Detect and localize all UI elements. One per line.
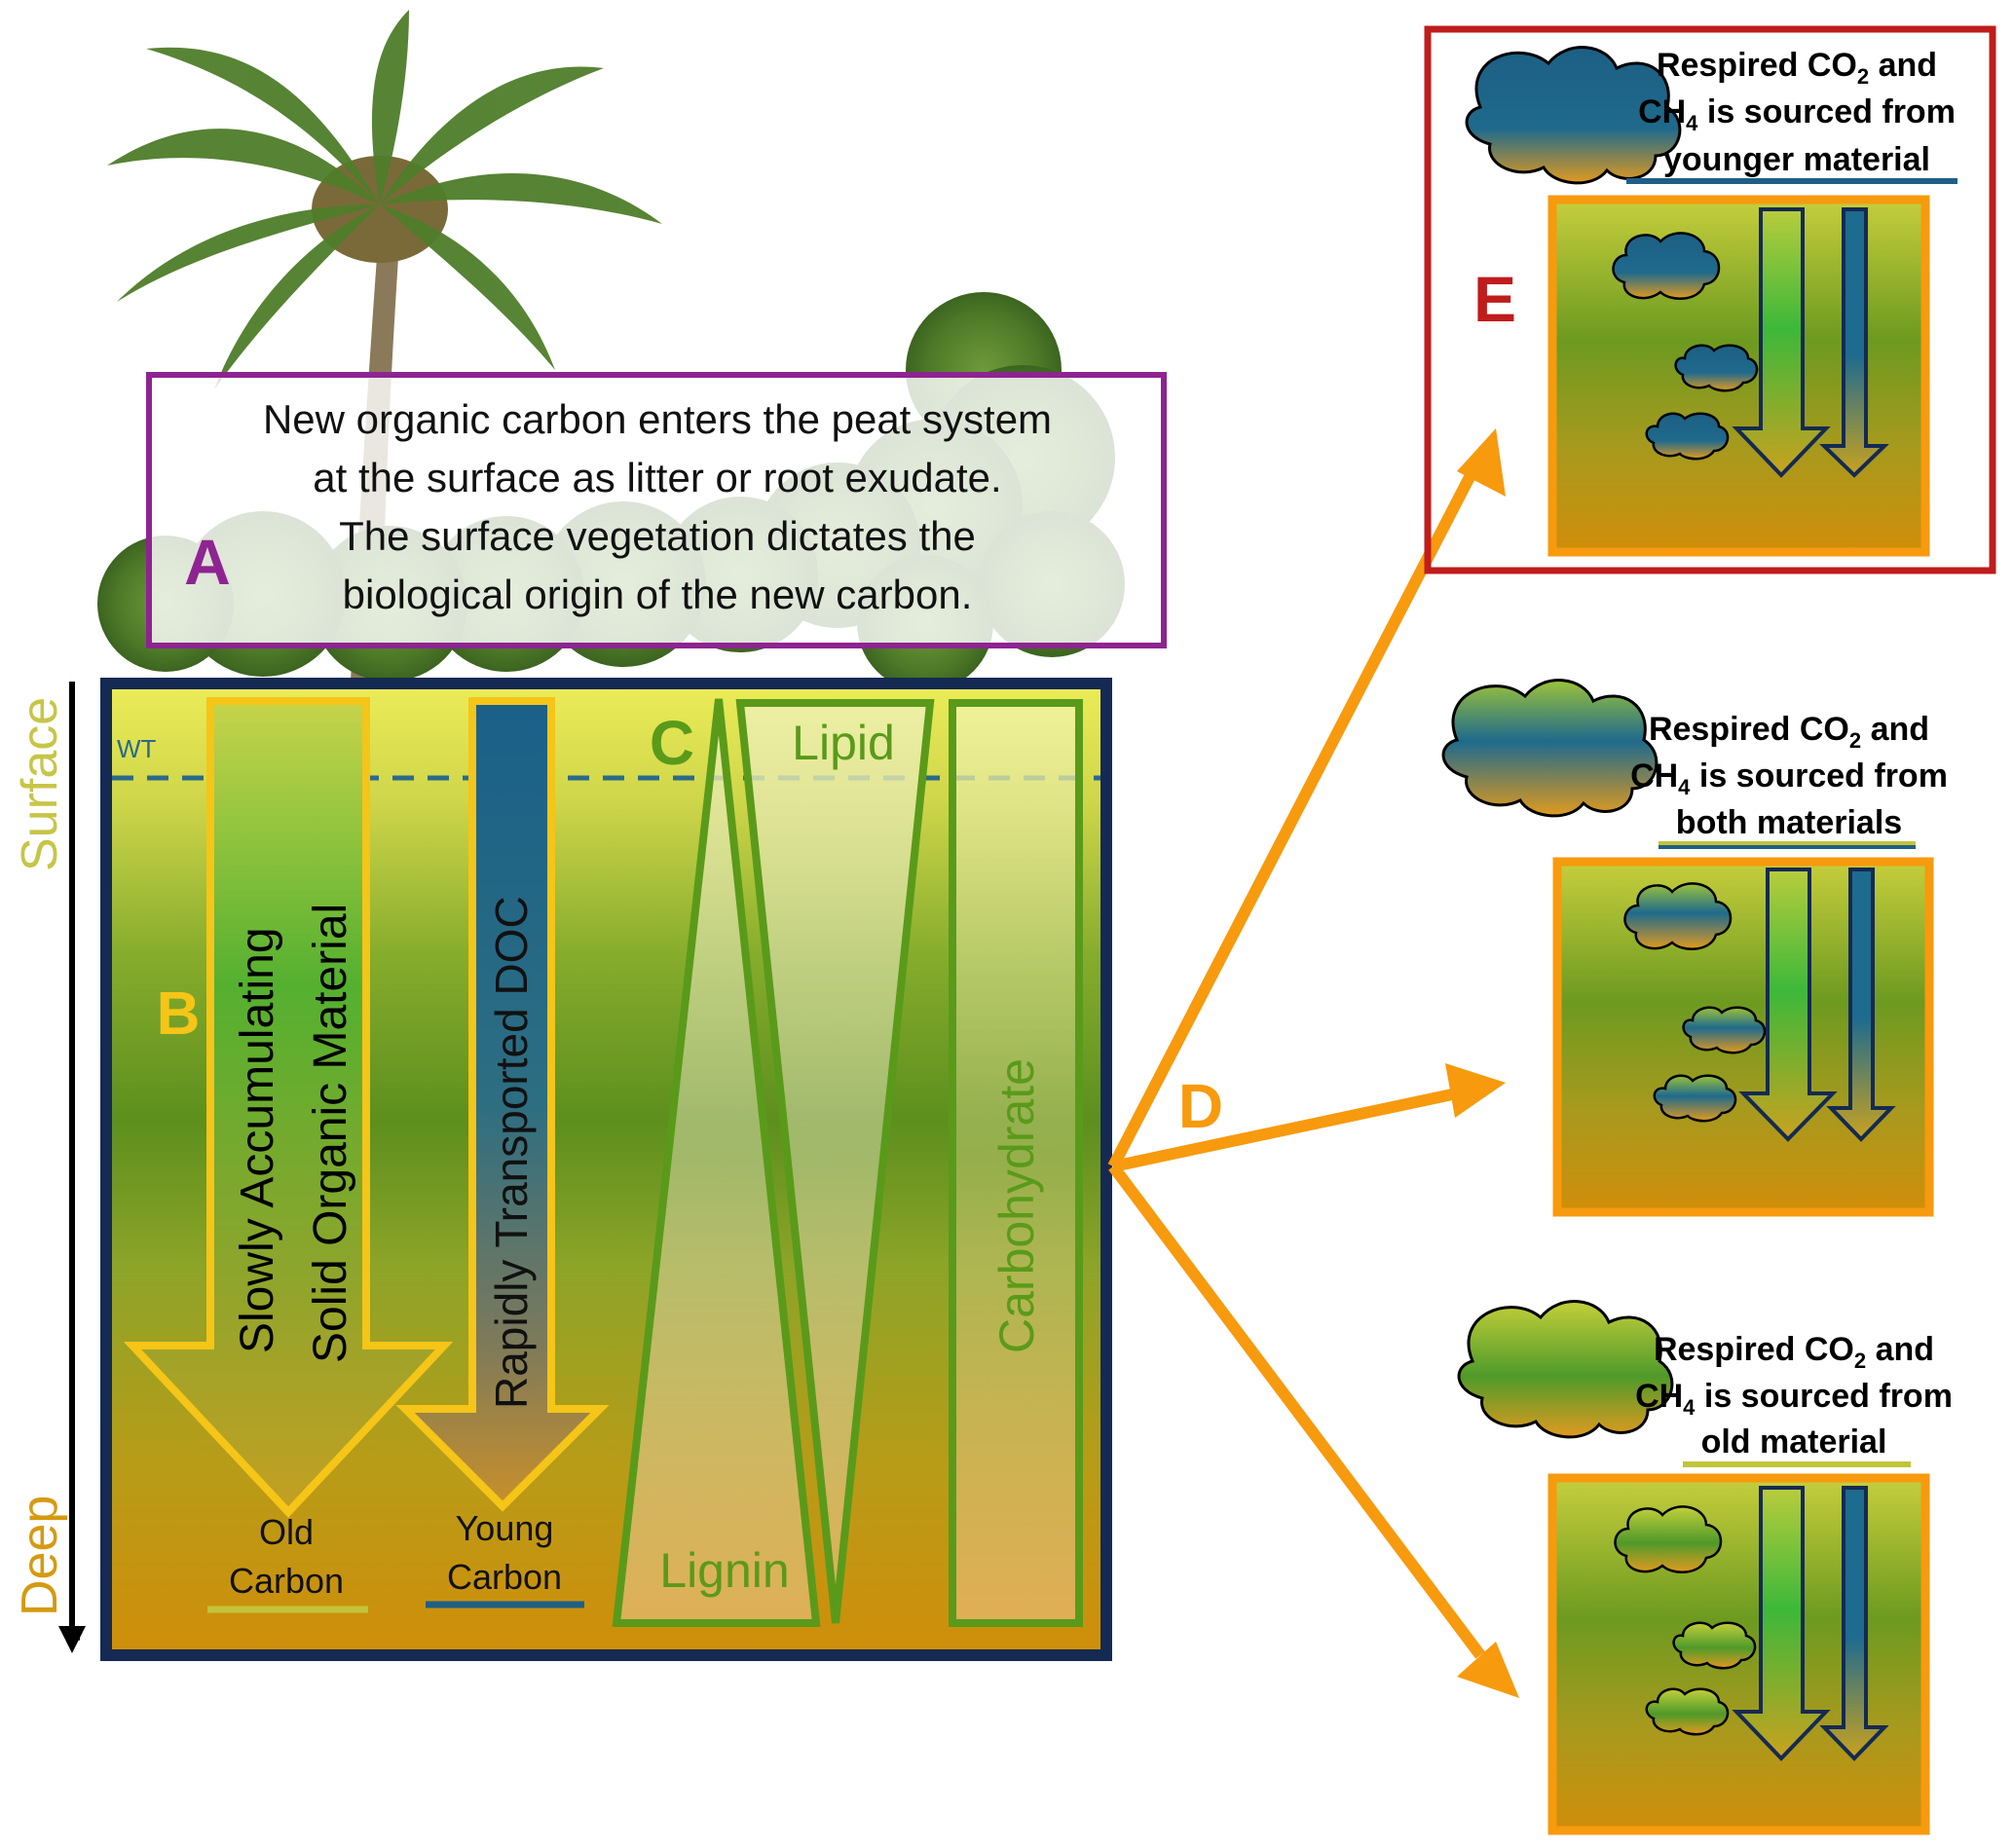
young-carbon-label-1: Young — [456, 1508, 554, 1548]
lignin-shape — [612, 698, 821, 1627]
arrow-to-middle — [1111, 1085, 1472, 1172]
scenario-both-line-1: Respired CO2 and — [1649, 711, 1929, 753]
scenario-old-line-3: old material — [1701, 1423, 1887, 1460]
panel-e-highlight — [1424, 25, 1996, 574]
peat-column: WT Slowly Accumulating Solid Organic Mat… — [100, 678, 1112, 1661]
scenario-old-line-2: CH4 is sourced from — [1635, 1378, 1953, 1420]
scenario-both-line-3: both materials — [1676, 804, 1902, 841]
label-b: B — [157, 980, 201, 1048]
box-a-line-3: The surface vegetation dictates the — [339, 513, 976, 559]
blue-arrow-younger — [1819, 207, 1889, 478]
blue-arrow-both — [1826, 868, 1896, 1142]
cloud-small-young-2 — [1674, 344, 1759, 392]
cloud-small-both-3 — [1653, 1074, 1737, 1123]
water-table-label: WT — [117, 734, 157, 763]
arrow-to-e-head — [1457, 428, 1506, 497]
solid-label-line-1: Slowly Accumulating — [232, 927, 283, 1353]
lignin-label: Lignin — [659, 1543, 789, 1598]
scenario-younger-line-3: younger material — [1663, 141, 1930, 178]
cloud-small-old-2 — [1672, 1621, 1757, 1670]
outcome-arrows: D — [1107, 428, 1519, 1698]
box-a-line-2: at the surface as litter or root exudate… — [313, 455, 1001, 500]
carbohydrate-bar — [949, 699, 1083, 1627]
lipid-label: Lipid — [792, 716, 895, 770]
depth-axis: Surface Deep — [12, 682, 86, 1653]
old-carbon-label-1: Old — [259, 1512, 314, 1552]
cloud-small-young-3 — [1645, 412, 1730, 461]
cloud-large-old — [1457, 1300, 1674, 1439]
scenario-younger-line-2: CH4 is sourced from — [1638, 93, 1956, 135]
label-c: C — [650, 708, 694, 778]
green-arrow-old — [1732, 1486, 1831, 1761]
label-d: D — [1178, 1071, 1223, 1141]
doc-arrow — [395, 697, 610, 1512]
box-a-frame — [146, 372, 1167, 648]
scenario-younger-line-1: Respired CO2 and — [1657, 47, 1937, 89]
cloud-large-young — [1465, 46, 1682, 185]
deep-label: Deep — [12, 1496, 68, 1616]
cloud-small-old-3 — [1645, 1687, 1730, 1736]
depth-axis-arrowhead — [58, 1626, 86, 1653]
arrow-to-e — [1107, 472, 1476, 1169]
label-e: E — [1473, 263, 1516, 335]
box-a-letter: A — [184, 526, 231, 598]
scenario-both-line-2: CH4 is sourced from — [1630, 758, 1948, 799]
doc-label: Rapidly Transported DOC — [486, 896, 537, 1409]
arrow-to-bottom — [1108, 1163, 1485, 1659]
scenario-younger: E Respired CO2 and CH4 is sourced from y… — [1424, 25, 1996, 574]
old-carbon-label-2: Carbon — [229, 1561, 344, 1601]
cloud-small-both-1 — [1623, 882, 1733, 950]
green-arrow-both — [1738, 868, 1838, 1142]
lipid-shape — [735, 699, 935, 1624]
scenario-both: Respired CO2 and CH4 is sourced from bot… — [1441, 679, 1948, 1217]
scenario-old-line-1: Respired CO2 and — [1654, 1331, 1934, 1373]
cloud-small-old-1 — [1614, 1505, 1723, 1573]
scenario-old: Respired CO2 and CH4 is sourced from old… — [1457, 1300, 1953, 1835]
box-a: A New organic carbon enters the peat sys… — [146, 372, 1167, 648]
box-a-line-1: New organic carbon enters the peat syste… — [263, 396, 1052, 442]
cloud-small-young-1 — [1612, 232, 1721, 300]
cloud-large-both — [1441, 679, 1659, 818]
carbohydrate-label: Carbohydrate — [989, 1058, 1044, 1353]
arrow-to-middle-head — [1445, 1063, 1506, 1118]
young-carbon-label-2: Carbon — [447, 1557, 562, 1597]
cloud-small-both-2 — [1682, 1006, 1767, 1054]
surface-label: Surface — [12, 697, 68, 871]
solid-label-line-2: Solid Organic Material — [305, 904, 356, 1363]
blue-arrow-old — [1819, 1486, 1889, 1761]
arrow-to-bottom-head — [1457, 1642, 1519, 1698]
green-arrow-younger — [1732, 207, 1831, 478]
solid-organic-arrow — [123, 697, 454, 1518]
box-a-line-4: biological origin of the new carbon. — [343, 572, 973, 617]
